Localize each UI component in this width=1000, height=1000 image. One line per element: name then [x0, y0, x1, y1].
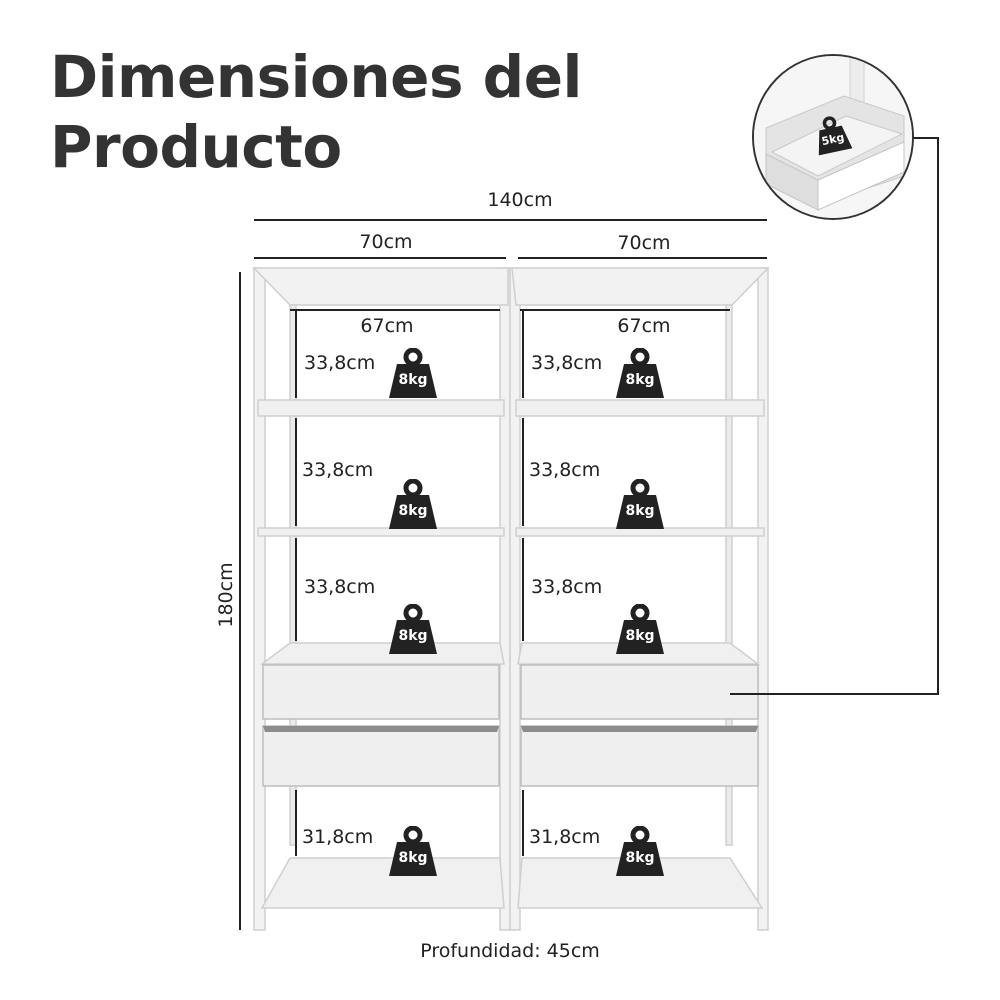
drawer-detail-inset: 5kg: [752, 54, 914, 220]
shelf-load-label: 8kg: [625, 503, 655, 519]
shelf-load-label: 8kg: [398, 850, 428, 866]
shelf-load-label: 8kg: [398, 503, 428, 519]
drawers: [262, 664, 759, 787]
compartment-1-left-height: 33,8cm: [304, 352, 376, 374]
total-width-label: 140cm: [487, 189, 553, 211]
height-label: 180cm: [215, 562, 237, 628]
drawer-callout-leader: [730, 137, 939, 695]
shelf-load-label: 8kg: [625, 372, 655, 388]
compartment-2-right-height: 33,8cm: [529, 459, 601, 481]
inner-width-right-label: 67cm: [617, 315, 671, 337]
weight-icon: 8kg: [385, 348, 441, 400]
weight-icon: 8kg: [612, 479, 668, 531]
shelf-load-label: 8kg: [625, 850, 655, 866]
title-line-2: Producto: [50, 113, 342, 181]
weight-icon: 8kg: [612, 348, 668, 400]
compartment-3-left-height: 33,8cm: [304, 576, 376, 598]
title-line-1: Dimensiones del: [50, 43, 582, 111]
weight-icon: 5kg: [808, 112, 855, 157]
weight-icon: 8kg: [385, 479, 441, 531]
shelf-load-label: 8kg: [625, 628, 655, 644]
shelf-load-label: 8kg: [398, 628, 428, 644]
compartment-4-right-height: 31,8cm: [529, 826, 601, 848]
compartment-3-right-height: 33,8cm: [531, 576, 603, 598]
compartment-4-left-height: 31,8cm: [302, 826, 374, 848]
inner-width-left-label: 67cm: [360, 315, 414, 337]
compartment-height-lines: [295, 310, 524, 856]
compartment-1-right-height: 33,8cm: [531, 352, 603, 374]
weight-icon: 8kg: [385, 826, 441, 878]
compartment-2-left-height: 33,8cm: [302, 459, 374, 481]
weight-icon: 8kg: [385, 604, 441, 656]
half-width-right-label: 70cm: [617, 232, 671, 254]
weight-icon: 8kg: [612, 604, 668, 656]
depth-label: Profundidad: 45cm: [420, 940, 600, 962]
half-width-left-label: 70cm: [359, 231, 413, 253]
shelf-load-label: 8kg: [398, 372, 428, 388]
page-title: Dimensiones del Producto: [50, 42, 582, 182]
weight-icon: 8kg: [612, 826, 668, 878]
shelves: [257, 399, 765, 909]
